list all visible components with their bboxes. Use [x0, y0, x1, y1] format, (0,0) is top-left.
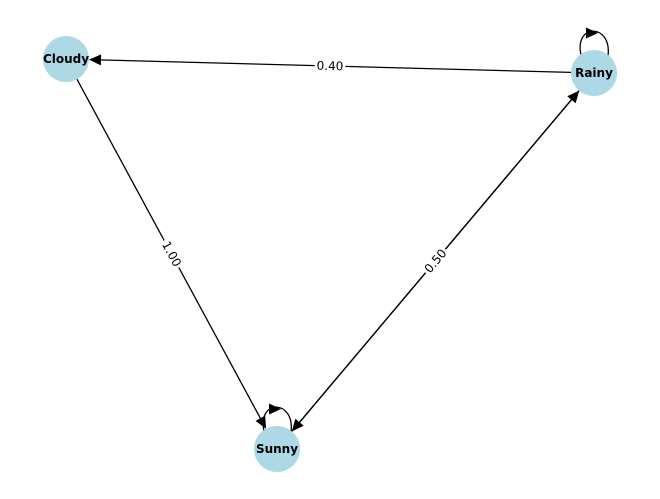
loop-arrowhead: [586, 27, 598, 39]
node-circle: [43, 36, 89, 82]
node-cloudy: Cloudy: [43, 36, 89, 82]
node-label: Rainy: [575, 66, 613, 80]
arrowhead: [88, 54, 102, 66]
node-rainy: Rainy: [571, 50, 617, 96]
edge-label: 0.50: [419, 244, 452, 278]
arrowhead: [291, 418, 304, 432]
self-loop-sunny: [262, 403, 292, 433]
loop-arrowhead: [269, 403, 281, 415]
edges-layer: [76, 27, 609, 433]
edge-label-background: [157, 236, 186, 272]
edge-label-text: 0.40: [316, 59, 343, 74]
node-circle: [254, 426, 300, 472]
edge-label: 0.40: [314, 57, 346, 75]
edge-label-background: [314, 57, 346, 75]
node-circle: [571, 50, 617, 96]
node-sunny: Sunny: [254, 426, 300, 472]
self-loop-rainy: [579, 27, 609, 57]
edge-label: 1.00: [157, 236, 186, 272]
edge-label-background: [419, 244, 452, 278]
node-label: Cloudy: [43, 52, 89, 66]
edge-labels-layer: 0.40 1.00 0.50: [157, 57, 452, 278]
node-label: Sunny: [256, 442, 298, 456]
